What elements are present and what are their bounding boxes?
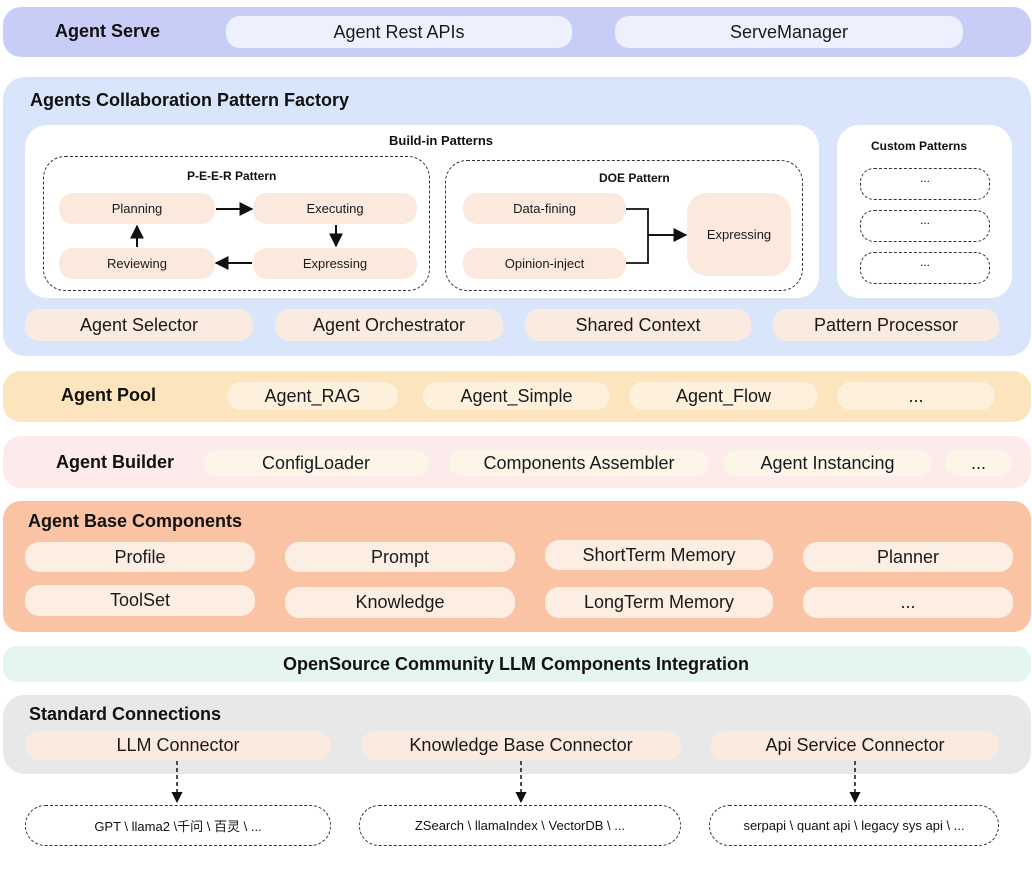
agent-instancing: Agent Instancing — [723, 450, 932, 476]
custom-patterns-title: Custom Patterns — [871, 139, 968, 153]
peer-pattern-box — [43, 156, 430, 291]
opensource-band — [3, 646, 1031, 682]
agent-builder-title: Agent Builder — [56, 452, 175, 472]
peer-reviewing-node: Reviewing — [59, 248, 215, 279]
llm-connector: LLM Connector — [25, 731, 331, 760]
serve-manager: ServeManager — [615, 16, 963, 48]
knowledge-base-connector: Knowledge Base Connector — [361, 731, 681, 760]
doe-opinion-inject-node: Opinion-inject — [463, 248, 626, 279]
base-components-more: ... — [803, 587, 1013, 618]
knowledge: Knowledge — [285, 587, 515, 618]
knowledge-sources: ZSearch \ llamaIndex \ VectorDB \ ... — [359, 805, 681, 846]
peer-expressing-node: Expressing — [253, 248, 417, 279]
agent-rest-apis: Agent Rest APIs — [226, 16, 572, 48]
doe-pattern-title: DOE Pattern — [599, 171, 670, 185]
peer-pattern-title: P-E-E-R Pattern — [187, 169, 277, 183]
custom-pattern-item: ... — [860, 210, 990, 242]
agent-simple: Agent_Simple — [423, 382, 610, 410]
agent-serve-title: Agent Serve — [55, 21, 161, 41]
agent-flow: Agent_Flow — [629, 382, 818, 410]
llm-sources: GPT \ llama2 \千问 \ 百灵 \ ... — [25, 805, 331, 846]
long-term-memory: LongTerm Memory — [545, 587, 773, 618]
api-service-connector: Api Service Connector — [711, 731, 999, 760]
agent-selector: Agent Selector — [25, 309, 253, 341]
prompt: Prompt — [285, 542, 515, 572]
base-components-title: Agent Base Components — [28, 511, 243, 531]
agent-pool-title: Agent Pool — [61, 385, 156, 405]
custom-pattern-item: ... — [860, 168, 990, 200]
shared-context: Shared Context — [525, 309, 751, 341]
doe-pattern-box — [445, 160, 803, 291]
agent-pool-more: ... — [837, 382, 995, 410]
components-assembler: Components Assembler — [449, 450, 709, 476]
peer-executing-node: Executing — [253, 193, 417, 224]
toolset: ToolSet — [25, 585, 255, 616]
config-loader: ConfigLoader — [203, 450, 429, 476]
agent-orchestrator: Agent Orchestrator — [275, 309, 503, 341]
standard-connections-title: Standard Connections — [29, 704, 222, 724]
pattern-factory-title: Agents Collaboration Pattern Factory — [30, 90, 350, 110]
custom-pattern-item: ... — [860, 252, 990, 284]
profile: Profile — [25, 542, 255, 572]
doe-data-fining-node: Data-fining — [463, 193, 626, 224]
short-term-memory: ShortTerm Memory — [545, 540, 773, 570]
opensource-title: OpenSource Community LLM Components Inte… — [282, 654, 749, 674]
peer-planning-node: Planning — [59, 193, 215, 224]
doe-expressing-node: Expressing — [687, 193, 791, 276]
planner: Planner — [803, 542, 1013, 572]
agent-rag: Agent_RAG — [227, 382, 398, 410]
api-sources: serpapi \ quant api \ legacy sys api \ .… — [709, 805, 999, 846]
pattern-processor: Pattern Processor — [773, 309, 999, 341]
agent-builder-more: ... — [945, 450, 1012, 476]
build-in-patterns-title: Build-in Patterns — [389, 133, 494, 148]
